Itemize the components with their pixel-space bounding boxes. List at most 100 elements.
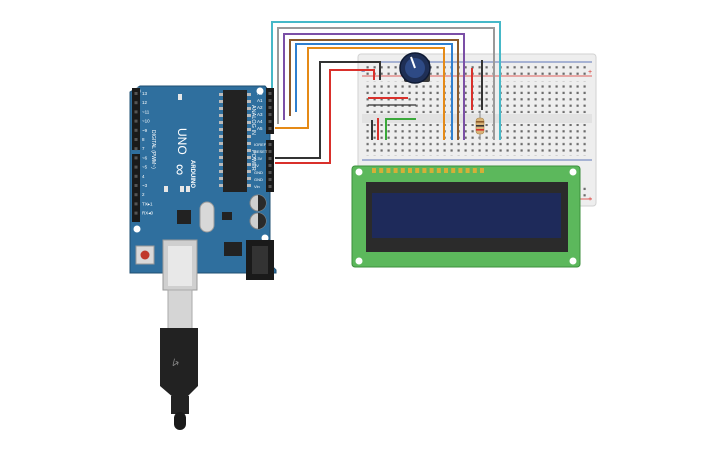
lcd-pin[interactable] [415, 168, 420, 173]
power-pin[interactable] [268, 164, 272, 167]
lcd-pin[interactable] [451, 168, 456, 173]
lcd-pin[interactable] [465, 168, 470, 173]
analog-pin[interactable] [268, 106, 272, 109]
wire-black[interactable] [275, 61, 381, 159]
lcd-pin[interactable] [408, 168, 412, 173]
lcd-pin[interactable] [372, 168, 376, 173]
power-pin[interactable] [268, 157, 272, 160]
lcd-pin[interactable] [379, 168, 384, 173]
digital-label: DIGITAL (PWM~) [150, 130, 156, 169]
digital-pin-label: RX◂0 [142, 211, 154, 216]
wire-cyan[interactable] [271, 21, 501, 140]
digital-pin[interactable] [134, 174, 138, 178]
digital-pin[interactable] [134, 138, 138, 141]
lcd-pin[interactable] [436, 168, 441, 173]
digital-pin[interactable] [134, 184, 138, 187]
wire-brown[interactable] [289, 39, 459, 140]
capacitor-1-mark [258, 195, 266, 211]
rail-plus-label: + [588, 69, 592, 76]
lcd-mount-hole-tl [355, 168, 363, 176]
power-pin[interactable] [268, 171, 272, 174]
chip-legs [219, 93, 251, 187]
digital-pin-label: TX▸1 [142, 201, 153, 206]
power-pin[interactable] [268, 185, 272, 188]
jumper-green[interactable] [385, 118, 416, 140]
lcd-pin[interactable] [480, 168, 484, 173]
power-pin[interactable] [268, 150, 272, 153]
chip-leg [247, 177, 251, 180]
analog-pin[interactable] [268, 113, 272, 116]
digital-pin[interactable] [134, 202, 138, 206]
analog-pin-label: A0 [257, 91, 263, 96]
lcd-mount-hole-br [569, 257, 577, 265]
chip-leg [247, 121, 251, 124]
digital-pin-label: ~9 [142, 128, 148, 133]
digital-pin[interactable] [134, 119, 138, 123]
chip-leg [219, 170, 223, 173]
analog-pin-label: A1 [257, 98, 263, 103]
analog-pin-label: A5 [257, 126, 263, 131]
analog-header [266, 88, 274, 134]
usb-cable-wire [174, 412, 186, 430]
crystal-oscillator [199, 201, 215, 233]
capacitor-2-mark [258, 213, 266, 229]
digital-pin[interactable] [134, 156, 138, 160]
digital-pin[interactable] [134, 128, 138, 132]
wire-grey[interactable] [277, 27, 495, 140]
lcd-pin[interactable] [429, 168, 434, 173]
digital-pin[interactable] [134, 211, 138, 215]
analog-pin[interactable] [268, 99, 272, 102]
power-pin[interactable] [268, 143, 272, 146]
digital-pin-label: 13 [142, 91, 148, 96]
lcd-pin[interactable] [393, 168, 398, 173]
analog-pin[interactable] [268, 127, 272, 130]
usb-cable[interactable]: ⭟ [160, 289, 198, 430]
potentiometer-indicator [410, 56, 416, 69]
lcd-pin[interactable] [444, 168, 448, 173]
power-pin[interactable] [268, 178, 272, 181]
wires [271, 21, 501, 164]
lcd-pin[interactable] [386, 168, 391, 173]
digital-pin[interactable] [134, 147, 138, 151]
lcd-pin[interactable] [472, 168, 477, 173]
digital-pin-label: ~10 [142, 119, 150, 124]
lcd-pin[interactable] [400, 168, 405, 173]
wire-purple[interactable] [283, 33, 465, 140]
digital-pin[interactable] [134, 193, 138, 197]
lcd-pin[interactable] [422, 168, 427, 173]
resistor[interactable] [475, 112, 485, 140]
wire-blue[interactable] [295, 43, 453, 140]
potentiometer[interactable] [399, 52, 431, 84]
lcd-module[interactable] [351, 165, 581, 268]
analog-pin[interactable] [268, 92, 272, 95]
mount-hole-2 [256, 87, 264, 95]
chip-leg [247, 93, 251, 96]
digital-pin[interactable] [134, 101, 138, 105]
lcd-pin[interactable] [458, 168, 463, 173]
reset-button-cap[interactable] [140, 250, 150, 260]
digital-pin[interactable] [134, 92, 138, 95]
chip-leg [247, 184, 251, 187]
chip-leg [219, 149, 223, 152]
chip-leg [247, 100, 251, 103]
chip-leg [247, 128, 251, 131]
rail-plus-label-bottom: + [588, 196, 592, 203]
digital-pin[interactable] [134, 110, 138, 114]
chip-leg [219, 163, 223, 166]
wire-orange[interactable] [275, 47, 445, 140]
digital-pin-label: ~3 [142, 183, 148, 188]
chip-leg [219, 100, 223, 103]
small-ic [222, 212, 232, 220]
chip-leg [247, 170, 251, 173]
power-label: POWER [250, 150, 256, 171]
digital-pin-label: 2 [142, 192, 145, 197]
analog-pin[interactable] [268, 120, 272, 123]
wire-red[interactable] [275, 69, 375, 164]
lcd-mount-hole-bl [355, 257, 363, 265]
digital-pin-label: 4 [142, 174, 145, 179]
digital-pin[interactable] [134, 165, 138, 169]
